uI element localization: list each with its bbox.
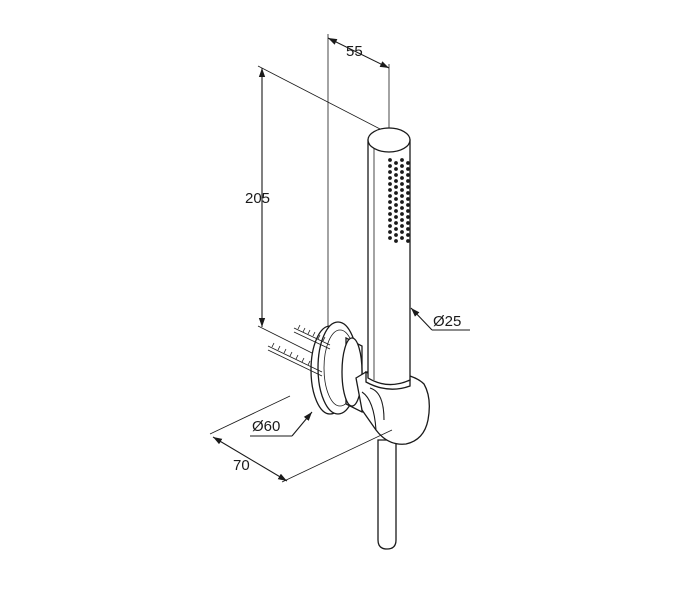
nozzle-dot: [400, 194, 404, 198]
nozzle-dot: [400, 200, 404, 204]
handle-top-face: [367, 127, 411, 153]
nozzle-dot: [388, 236, 392, 240]
wall-flange: [310, 321, 363, 415]
nozzle-dot: [388, 158, 392, 162]
nozzle-dot: [388, 170, 392, 174]
extension-line-front: [281, 429, 393, 483]
nozzle-dot: [400, 176, 404, 180]
dimension-70: 70: [209, 395, 393, 483]
nozzle-dot: [406, 203, 410, 207]
nozzle-dot: [394, 191, 398, 195]
holder-bracket: [355, 370, 430, 445]
leader-arrow-25: [410, 307, 433, 331]
dimension-diameter-25: Ø25: [410, 307, 470, 331]
nozzle-dot: [406, 197, 410, 201]
nozzle-dot: [388, 224, 392, 228]
dimension-label-25: Ø25: [433, 313, 461, 330]
nozzle-dot: [400, 164, 404, 168]
nozzle-dot: [388, 176, 392, 180]
nozzle-dot: [400, 230, 404, 234]
nozzle-dot: [394, 227, 398, 231]
nozzle-dot: [406, 209, 410, 213]
nozzle-dot: [400, 188, 404, 192]
nozzle-dot: [394, 161, 398, 165]
nozzle-dot: [394, 239, 398, 243]
screw-upper-shaft-2: [293, 331, 331, 350]
nozzle-dot: [406, 221, 410, 225]
nozzle-dot: [400, 236, 404, 240]
nozzle-dot: [400, 158, 404, 162]
nozzle-dot: [406, 161, 410, 165]
nozzle-dot: [406, 215, 410, 219]
nozzle-dot: [394, 233, 398, 237]
dimension-label-205: 205: [245, 190, 270, 207]
nozzle-dot: [388, 194, 392, 198]
nozzle-dot: [394, 221, 398, 225]
nozzle-dot: [388, 230, 392, 234]
dimension-label-60: Ø60: [252, 418, 280, 435]
nozzle-dot: [406, 173, 410, 177]
nozzle-dot: [406, 191, 410, 195]
nozzle-dot: [400, 170, 404, 174]
dimension-line-70: [212, 436, 288, 482]
nozzle-dot: [400, 218, 404, 222]
flange-neck: [341, 337, 363, 407]
nozzle-dot: [406, 233, 410, 237]
nozzle-dot: [388, 182, 392, 186]
hose: [377, 439, 397, 550]
nozzle-dot: [394, 215, 398, 219]
nozzle-dot: [388, 164, 392, 168]
screw-lower-shaft: [267, 345, 323, 373]
spray-nozzles: [388, 158, 410, 243]
holder-edge-2: [361, 391, 377, 431]
extension-line-top: [257, 65, 383, 131]
dimension-label-70: 70: [233, 457, 250, 474]
nozzle-dot: [400, 206, 404, 210]
nozzle-dot: [406, 179, 410, 183]
leader-arrow-60: [291, 411, 313, 437]
nozzle-dot: [406, 167, 410, 171]
handle-body: [367, 139, 411, 386]
nozzle-dot: [394, 167, 398, 171]
nozzle-dot: [394, 179, 398, 183]
nozzle-dot: [388, 212, 392, 216]
wall-screws: [267, 324, 331, 377]
nozzle-dot: [400, 212, 404, 216]
hose-pipe: [377, 439, 397, 550]
screw-lower-shaft-2: [267, 349, 323, 377]
nozzle-dot: [406, 227, 410, 231]
dimension-diameter-60: Ø60: [250, 411, 313, 437]
nozzle-dot: [394, 209, 398, 213]
nozzle-dot: [400, 224, 404, 228]
screw-upper-shaft: [293, 327, 331, 346]
dimension-205: 205: [245, 65, 383, 361]
screw-upper-thread: [297, 324, 326, 342]
nozzle-dot: [400, 182, 404, 186]
nozzle-dot: [394, 203, 398, 207]
nozzle-dot: [388, 206, 392, 210]
holder-edge: [369, 387, 385, 421]
nozzle-dot: [388, 200, 392, 204]
dimension-55: 55: [327, 34, 390, 338]
nozzle-dot: [394, 185, 398, 189]
hand-shower: [367, 127, 411, 386]
screw-lower-thread: [271, 342, 311, 366]
nozzle-dot: [388, 218, 392, 222]
nozzle-dot: [388, 188, 392, 192]
dimension-line-55: [327, 37, 390, 69]
dimension-label-55: 55: [346, 43, 363, 60]
extension-line-back: [209, 395, 291, 435]
nozzle-dot: [394, 173, 398, 177]
nozzle-dot: [394, 197, 398, 201]
nozzle-dot: [406, 239, 410, 243]
nozzle-dot: [406, 185, 410, 189]
